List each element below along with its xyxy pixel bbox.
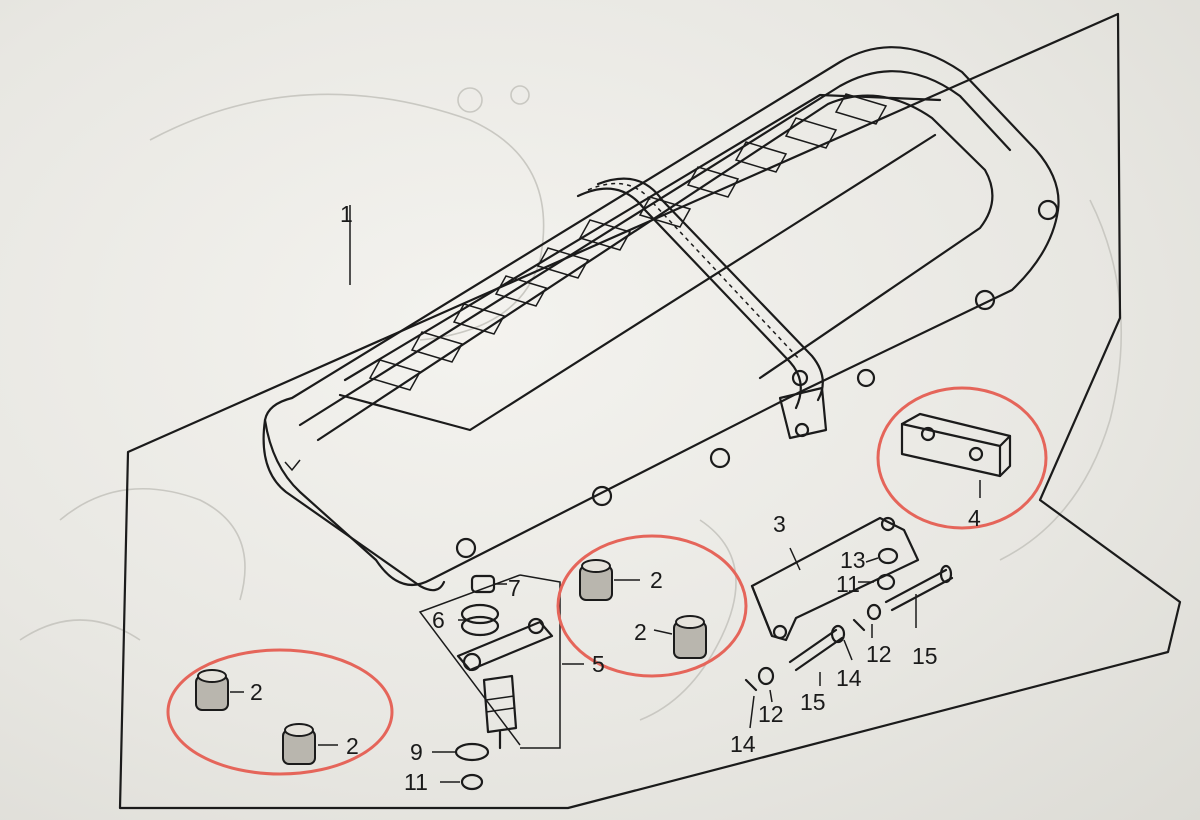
mounting-bracket [744, 516, 954, 692]
callout-11: 11 [836, 571, 860, 597]
damper-stack [418, 574, 561, 791]
callout-3: 3 [773, 511, 786, 537]
callout-4: 4 [968, 505, 981, 531]
callout-2: 2 [346, 733, 359, 759]
background-ghost-drawing [19, 85, 1123, 721]
callout-12: 12 [758, 701, 784, 727]
callout-14: 14 [730, 731, 756, 757]
cushion-a [195, 669, 229, 711]
callout-2: 2 [250, 679, 263, 705]
callout-5: 5 [592, 651, 605, 677]
cushion-c [579, 559, 613, 601]
callout-15: 15 [912, 643, 938, 669]
highlight-circles [166, 386, 1048, 776]
callout-9: 9 [410, 739, 423, 765]
highlight-circle-left [166, 648, 394, 776]
callout-labels: 1 2 2 2 2 3 4 5 6 7 9 11 11 12 12 13 14 … [250, 201, 981, 795]
rubber-cushions [195, 559, 707, 765]
callout-6: 6 [432, 607, 445, 633]
highlight-circle-right [876, 386, 1048, 530]
cushion-b [282, 723, 316, 765]
callout-13: 13 [840, 547, 866, 573]
leader-lines [230, 480, 981, 783]
cushion-d [673, 615, 707, 659]
callout-15: 15 [800, 689, 826, 715]
callout-14: 14 [836, 665, 862, 691]
seat-assembly [262, 46, 1060, 592]
assembly-boundary [118, 12, 1182, 810]
callout-11: 11 [404, 769, 428, 795]
callout-2: 2 [650, 567, 663, 593]
callout-1: 1 [340, 201, 353, 227]
callout-7: 7 [508, 575, 521, 601]
highlight-circle-middle [556, 534, 748, 678]
callout-12: 12 [866, 641, 892, 667]
part-4-plate [900, 412, 1012, 478]
callout-2: 2 [634, 619, 647, 645]
